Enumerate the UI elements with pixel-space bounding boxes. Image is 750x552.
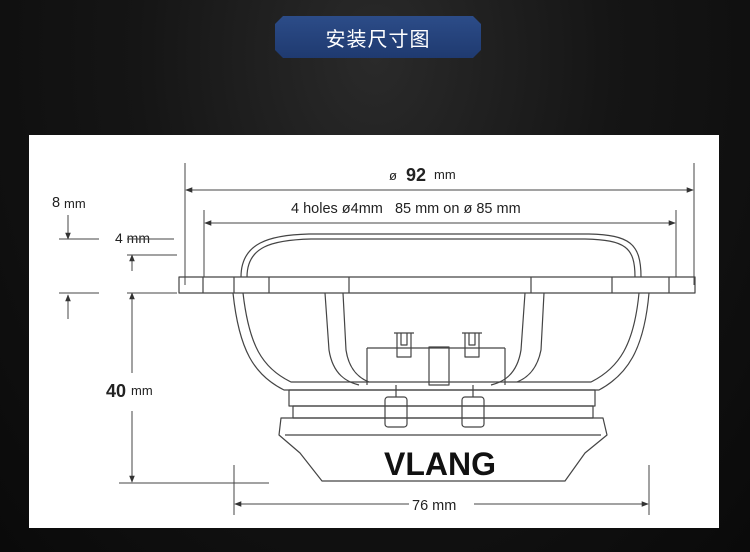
speaker-drawing (178, 233, 696, 482)
outer-diameter-unit: mm (434, 167, 456, 182)
outer-diameter-dimension (184, 163, 695, 285)
page-title: 安装尺寸图 (325, 26, 431, 51)
top-offset-unit: mm (64, 196, 86, 211)
outer-diameter-symbol: ø (389, 168, 397, 183)
depth-value: 40 (106, 381, 126, 401)
speaker-dimension-diagram: ø 92 mm 4 holes ø4mm 85 mm on ø 85 mm 8 … (52, 163, 696, 515)
flange-thickness-label: 4 mm (115, 230, 150, 246)
magnet-width-label: 76 mm (412, 498, 456, 514)
left-offset-dimension (59, 215, 269, 484)
depth-unit: mm (131, 383, 153, 398)
outer-diameter-value: 92 (406, 165, 426, 185)
holes-spec-label: 4 holes ø4mm 85 mm on ø 85 mm (291, 201, 521, 217)
magnet-width-dimension (233, 465, 650, 515)
diagram-panel: ø 92 mm 4 holes ø4mm 85 mm on ø 85 mm 8 … (29, 135, 719, 528)
holes-dimension (203, 210, 677, 277)
top-offset-value: 8 (52, 195, 60, 211)
title-banner: 安装尺寸图 (275, 16, 481, 58)
brand-logo: VLANG (384, 446, 496, 482)
